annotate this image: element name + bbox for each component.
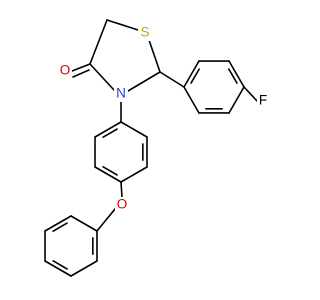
- phenoxyphenyl-ring-double-bond: [102, 128, 118, 138]
- fluorophenyl-ring-bond: [183, 60, 200, 88]
- nitrogen-atom: N: [114, 86, 128, 102]
- phenoxyphenyl-ring-bond: [94, 166, 122, 183]
- phenyl-ring-bond: [70, 260, 98, 277]
- phenoxyphenyl-ring-double-bond: [102, 166, 118, 176]
- sulfur-atom: S: [138, 25, 152, 41]
- phenyl-ring-bond: [44, 260, 72, 277]
- carbonyl-double-bond: [72, 69, 90, 78]
- ring-bond-n-c4: [89, 63, 115, 91]
- ether-oxygen-atom: O: [115, 197, 129, 213]
- nitrogen-label: N: [116, 86, 126, 101]
- phenyl-ring-double-bond: [52, 260, 68, 270]
- phenoxyphenyl-ring-bond: [94, 121, 122, 138]
- fluorophenyl-ring-bond: [228, 86, 245, 114]
- fluorine-label: F: [259, 93, 267, 108]
- phenyl-ring-double-bond: [52, 222, 68, 232]
- bond-o-phenyl: [96, 208, 116, 232]
- carbonyl-bond: [71, 63, 91, 72]
- ring-bond-c5-s: [106, 19, 139, 31]
- bond-c-f: [243, 86, 258, 102]
- molecule-diagram: S N O O F: [44, 19, 269, 277]
- carbonyl-oxygen-label: O: [60, 63, 71, 78]
- ring-bond-c2-n: [127, 71, 161, 92]
- fluorophenyl-ring-bond: [183, 86, 200, 114]
- fluorophenyl-ring-double-bond: [228, 68, 238, 84]
- sulfur-label: S: [140, 25, 149, 40]
- fluorophenyl-ring-double-bond: [190, 68, 200, 84]
- bond-aryl-o: [120, 181, 123, 198]
- bond-layer: [44, 19, 258, 277]
- phenyl-ring-bond: [44, 215, 72, 232]
- structure-canvas: S N O O F: [44, 19, 269, 277]
- ring-bond-c4-c5: [89, 19, 108, 65]
- fluorine-atom: F: [257, 93, 269, 109]
- carbonyl-oxygen-atom: O: [58, 63, 72, 79]
- phenoxyphenyl-ring-bond: [120, 121, 148, 138]
- atom-label-layer: S N O O F: [58, 25, 269, 213]
- ether-oxygen-label: O: [117, 197, 128, 212]
- bond-c2-fluorophenyl: [159, 71, 185, 88]
- phenyl-ring-bond: [70, 215, 98, 232]
- ring-bond-s-c2: [148, 39, 161, 73]
- fluorophenyl-ring-bond: [228, 60, 245, 88]
- phenoxyphenyl-ring-bond: [120, 166, 148, 183]
